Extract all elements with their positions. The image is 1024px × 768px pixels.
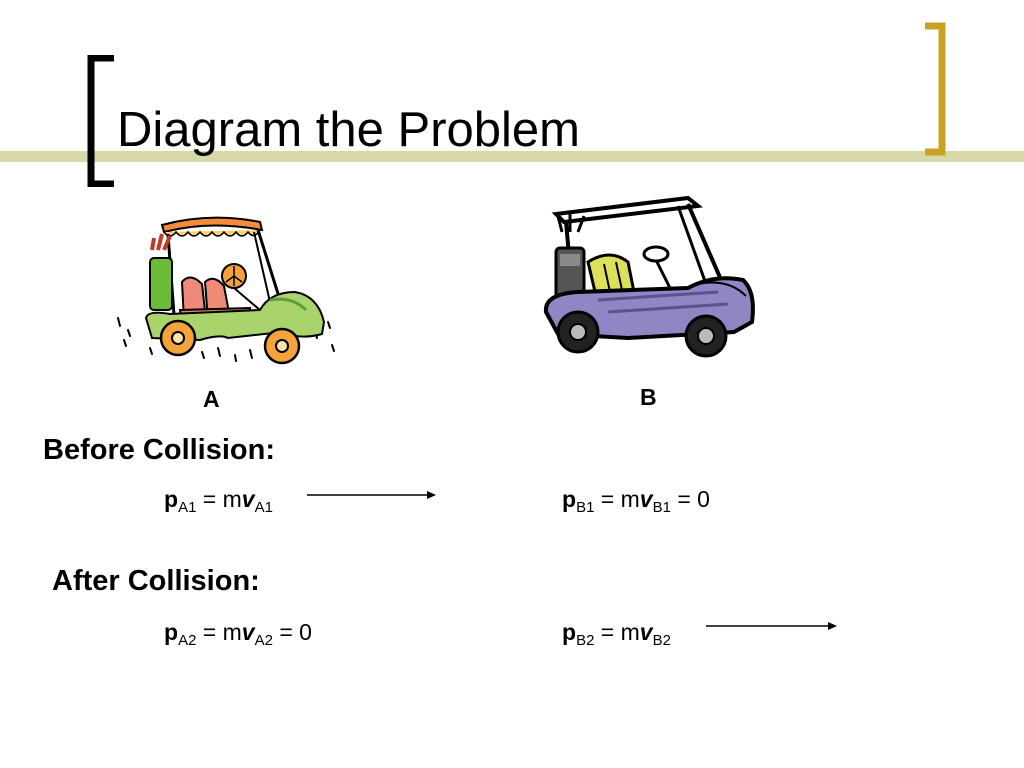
arrow-right-icon bbox=[706, 622, 837, 630]
title-underline-bar bbox=[0, 151, 1024, 162]
momentum-symbol: p bbox=[164, 619, 179, 645]
before-b-momentum-equation: pB1 = mvB1 = 0 bbox=[562, 485, 710, 516]
equation-mass-term: = m bbox=[196, 619, 242, 645]
equation-tail: = 0 bbox=[272, 619, 312, 645]
cart-a-label: A bbox=[203, 386, 220, 412]
slide-title: Diagram the Problem bbox=[117, 103, 580, 157]
after-collision-heading: After Collision: bbox=[52, 565, 260, 597]
cart-b-label: B bbox=[640, 384, 657, 410]
equation-mass-term: = m bbox=[594, 619, 640, 645]
left-bracket-icon bbox=[87, 55, 114, 187]
velocity-subscript: A2 bbox=[254, 632, 273, 649]
momentum-symbol: p bbox=[562, 619, 577, 645]
arrow-right-icon bbox=[307, 491, 436, 499]
before-collision-heading: Before Collision: bbox=[43, 434, 276, 466]
velocity-symbol: v bbox=[639, 619, 653, 645]
equation-mass-term: = m bbox=[196, 486, 242, 512]
after-a-momentum-equation: pA2 = mvA2 = 0 bbox=[164, 618, 312, 649]
golf-cart-cartoon-icon bbox=[117, 216, 335, 365]
momentum-subscript: B1 bbox=[576, 499, 595, 516]
equation-mass-term: = m bbox=[594, 486, 640, 512]
before-a-momentum-equation: pA1 = mvA1 bbox=[164, 485, 273, 516]
momentum-subscript: B2 bbox=[576, 632, 595, 649]
equation-tail: = 0 bbox=[670, 486, 710, 512]
right-bracket-icon bbox=[925, 22, 946, 156]
momentum-subscript: A1 bbox=[178, 499, 197, 516]
velocity-symbol: v bbox=[241, 619, 255, 645]
golf-cart-clipart-icon bbox=[543, 195, 755, 358]
momentum-symbol: p bbox=[164, 486, 179, 512]
velocity-symbol: v bbox=[639, 486, 653, 512]
velocity-subscript: B1 bbox=[652, 499, 671, 516]
momentum-subscript: A2 bbox=[178, 632, 197, 649]
momentum-symbol: p bbox=[562, 486, 577, 512]
velocity-subscript: B2 bbox=[652, 632, 671, 649]
velocity-subscript: A1 bbox=[254, 499, 273, 516]
velocity-symbol: v bbox=[241, 486, 255, 512]
after-b-momentum-equation: pB2 = mvB2 bbox=[562, 618, 671, 649]
